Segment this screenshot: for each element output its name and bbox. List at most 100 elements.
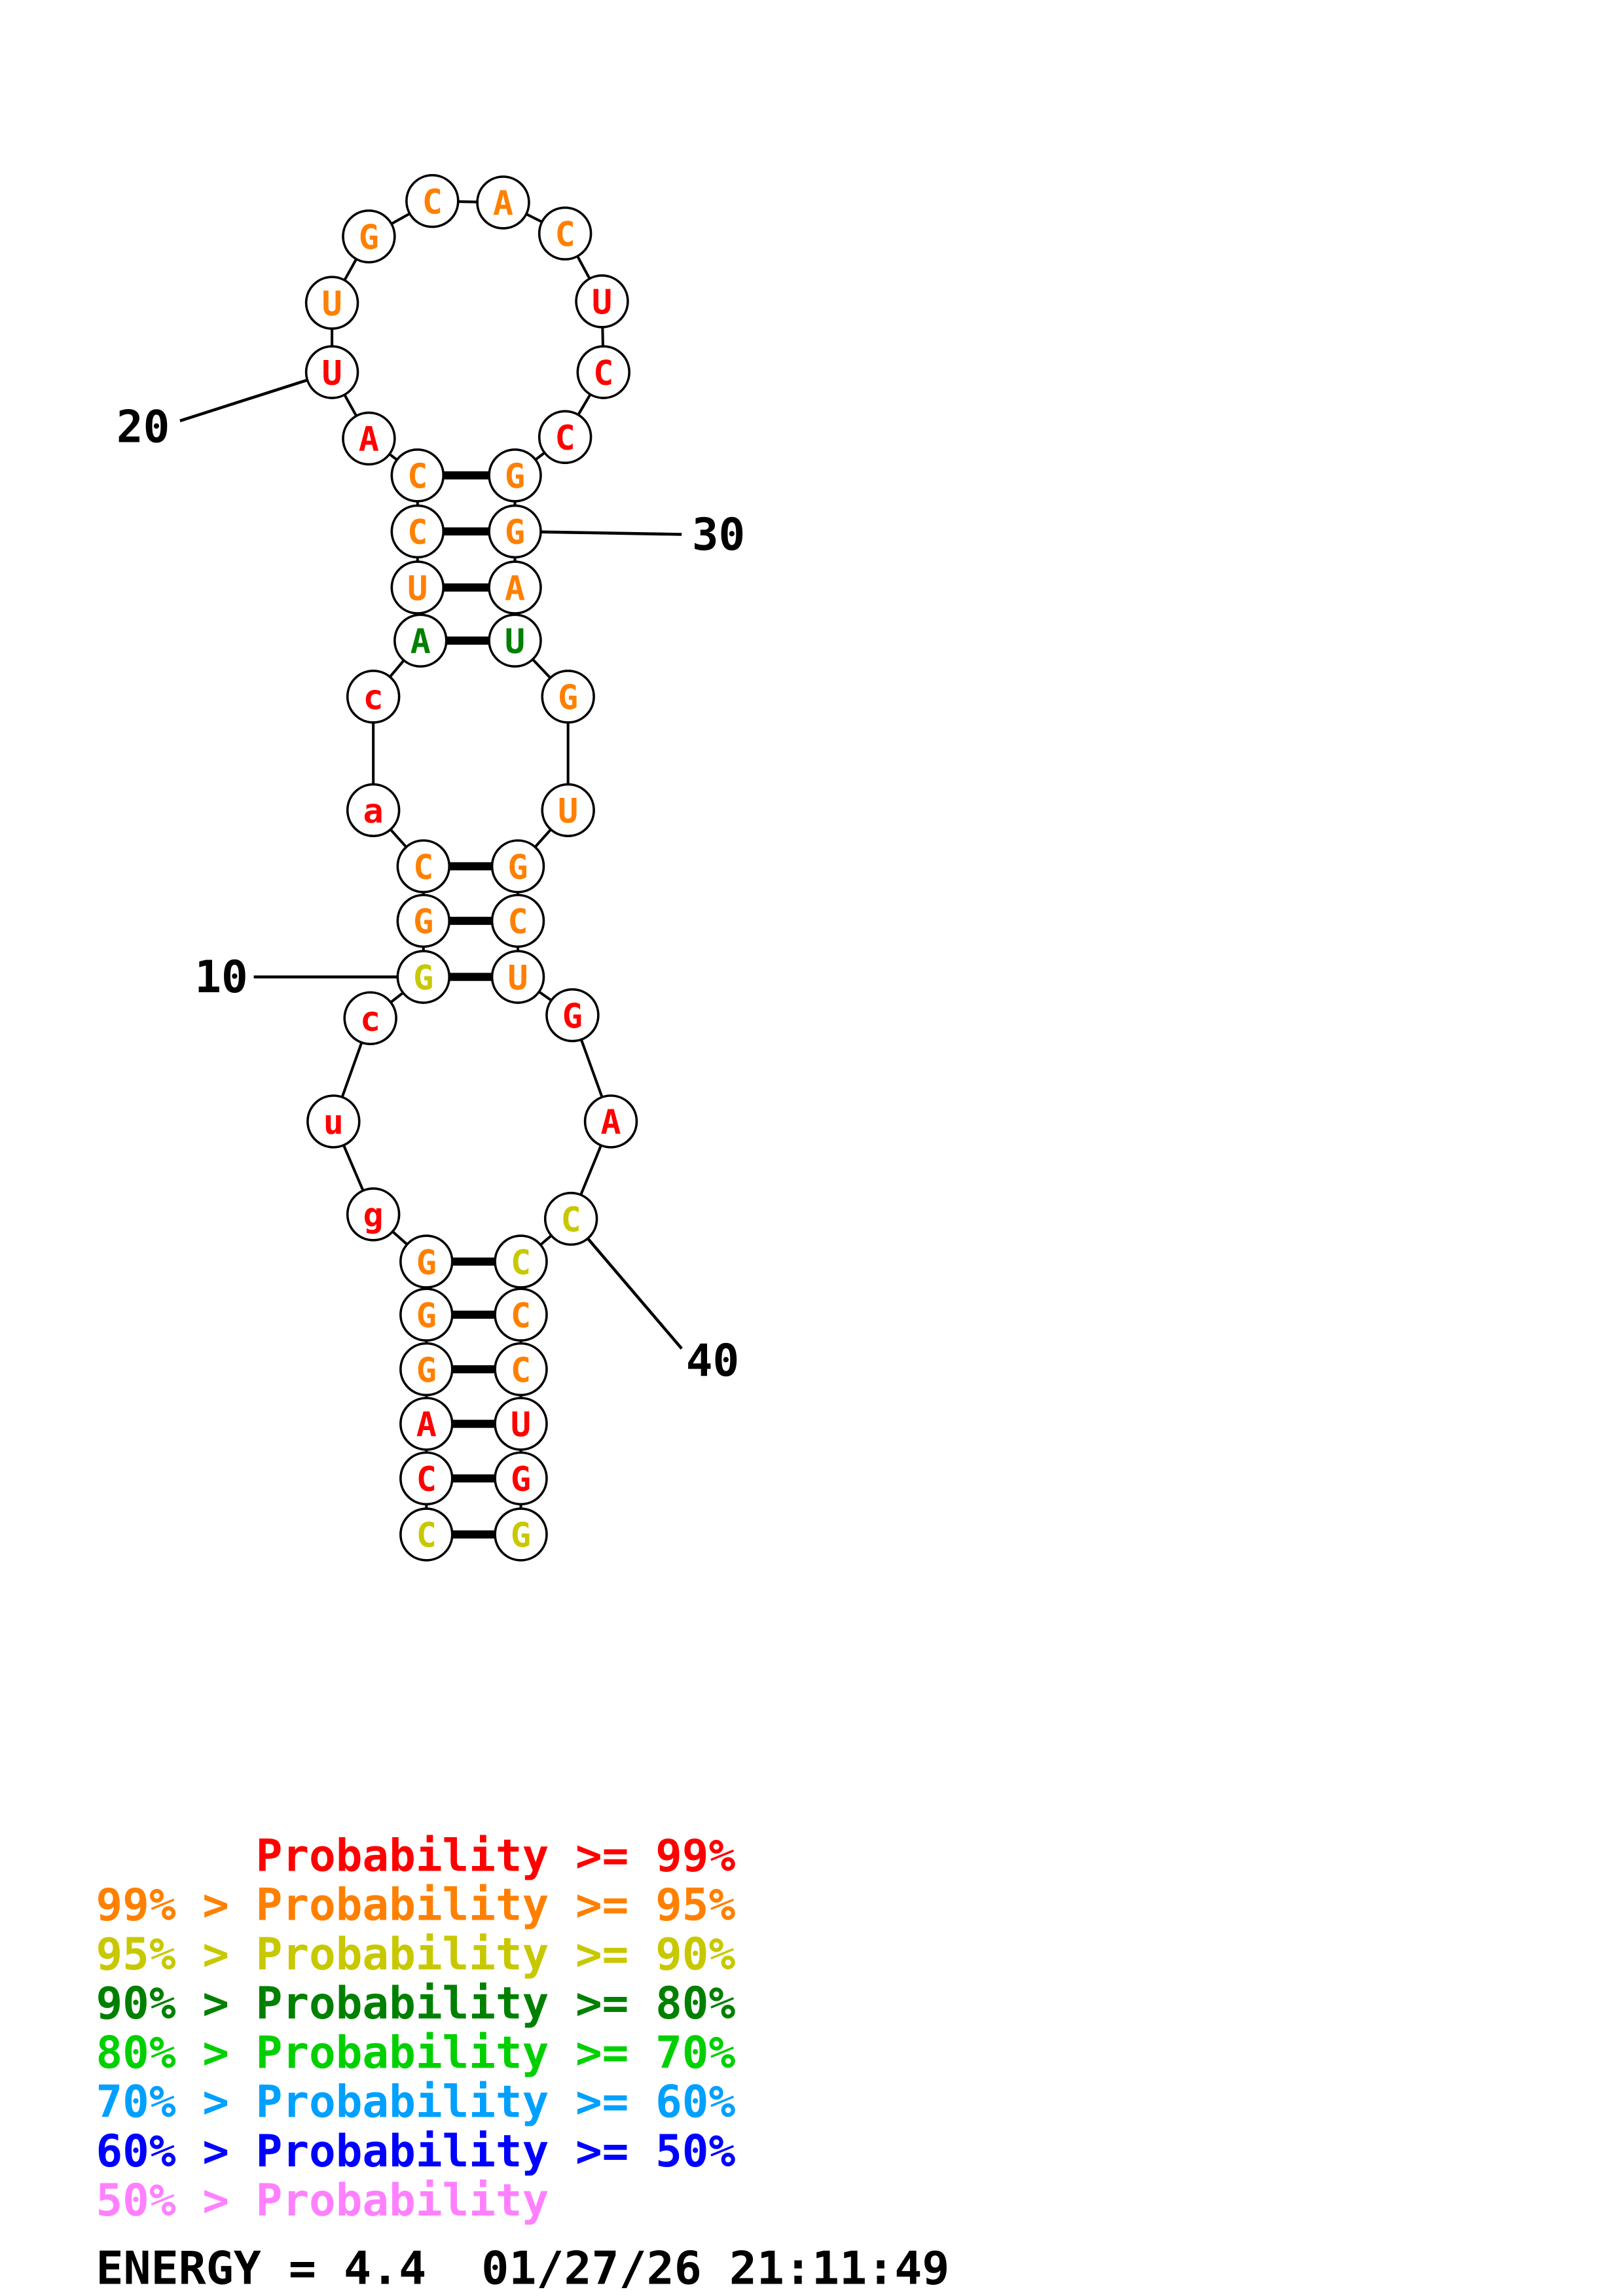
nucleotide-base: G xyxy=(505,457,525,497)
nucleotide-circle xyxy=(543,1191,598,1246)
nucleotide-circle xyxy=(494,1507,548,1562)
nucleotide-circle xyxy=(342,209,396,264)
nucleotide-base: G xyxy=(416,1351,437,1390)
nucleotide-circle xyxy=(545,988,600,1043)
position-label: 40 xyxy=(686,1335,739,1386)
nucleotide-circle xyxy=(405,173,460,228)
nucleotide-base: u xyxy=(323,1103,344,1143)
nucleotide-circle xyxy=(538,410,593,464)
nucleotide-circle xyxy=(304,345,359,399)
legend-entry: 99% > Probability >= 95% xyxy=(96,1879,735,1931)
nucleotide-base: C xyxy=(555,215,575,255)
nucleotide-base: G xyxy=(511,1460,531,1499)
legend-entry: 60% > Probability >= 50% xyxy=(96,2125,735,2177)
nucleotide-base: G xyxy=(359,219,379,258)
nucleotide-circle xyxy=(393,613,448,668)
nucleotide-circle xyxy=(488,504,542,559)
nucleotide-circle xyxy=(396,950,451,1004)
nucleotide-circle xyxy=(346,1187,401,1242)
nucleotide-circle xyxy=(575,274,629,329)
nucleotide-base: G xyxy=(416,1297,437,1336)
nucleotide-base: U xyxy=(407,569,428,609)
legend-entry: 95% > Probability >= 90% xyxy=(96,1928,735,1980)
nucleotide-base: C xyxy=(593,354,613,393)
position-leader-line xyxy=(570,1217,683,1350)
position-leader-line xyxy=(515,529,682,536)
energy-text: ENERGY = 4.4 01/27/26 21:11:49 xyxy=(96,2242,949,2295)
nucleotide-base: A xyxy=(600,1103,621,1143)
nucleotide-base: G xyxy=(507,848,528,888)
nucleotide-base: c xyxy=(363,679,384,718)
nucleotide-circle xyxy=(306,1094,361,1149)
nucleotide-base: C xyxy=(555,419,575,458)
nucleotide-base: C xyxy=(511,1351,531,1390)
nucleotide-base: C xyxy=(407,513,428,552)
legend-entry: 80% > Probability >= 70% xyxy=(96,2026,735,2078)
nucleotide-base: G xyxy=(562,997,583,1036)
nucleotide-circle xyxy=(399,1397,454,1451)
nucleotide-circle xyxy=(490,950,545,1004)
nucleotide-base: G xyxy=(505,513,525,552)
nucleotide-base: A xyxy=(410,622,431,662)
nucleotide-circle xyxy=(583,1094,638,1149)
position-label-layer: 10 20 30 40 xyxy=(117,370,745,1386)
legend-entry: Probability >= 99% xyxy=(96,1829,735,1881)
nucleotide-circle xyxy=(490,893,545,948)
nucleotide-base: G xyxy=(511,1516,531,1556)
nucleotide-base: C xyxy=(511,1244,531,1283)
nucleotide-circle xyxy=(390,448,445,503)
nucleotide-circle xyxy=(399,1342,454,1397)
nucleotide-base: G xyxy=(416,1244,437,1283)
nucleotide-circle xyxy=(488,560,542,615)
legend-entry: 70% > Probability >= 60% xyxy=(96,2076,735,2128)
nucleotide-base: C xyxy=(407,457,428,497)
nucleotide-base: G xyxy=(413,959,433,998)
nucleotide-circle xyxy=(541,783,595,838)
nucleotide-circle xyxy=(494,1397,548,1451)
nucleotide-base: U xyxy=(505,622,525,662)
nucleotide-base: C xyxy=(511,1297,531,1336)
nucleotide-circle xyxy=(343,991,397,1045)
nucleotide-base: U xyxy=(592,283,612,323)
nucleotide-circle xyxy=(396,839,451,893)
nucleotide-base: U xyxy=(558,792,578,831)
nucleotide-circle xyxy=(538,206,593,260)
nucleotide-base: G xyxy=(558,679,578,718)
nucleotide-base: G xyxy=(413,903,433,942)
nucleotide-base: U xyxy=(511,1406,531,1445)
nucleotide-circle xyxy=(494,1451,548,1506)
nucleotide-circle xyxy=(488,613,542,668)
nucleotide-circle xyxy=(494,1342,548,1397)
nucleotide-circle xyxy=(494,1234,548,1289)
nucleotide-base: C xyxy=(507,903,528,942)
legend-layer: Probability >= 99%99% > Probability >= 9… xyxy=(96,1829,735,2226)
nucleotide-base: A xyxy=(359,420,379,459)
nucleotide-base: C xyxy=(416,1516,437,1556)
nucleotide-circle xyxy=(346,783,401,838)
nucleotide-base: c xyxy=(360,1000,380,1039)
nucleotide-circle xyxy=(390,504,445,559)
nucleotide-circle xyxy=(494,1287,548,1342)
nucleotide-circle xyxy=(399,1234,454,1289)
position-label: 10 xyxy=(194,951,247,1003)
nucleotide-base: a xyxy=(363,792,384,831)
nucleotide-base: A xyxy=(416,1406,437,1445)
nucleotide-circle xyxy=(396,893,451,948)
nucleotide-base: U xyxy=(507,959,528,998)
nucleotide-base: C xyxy=(561,1200,581,1240)
nucleotide-circle xyxy=(541,670,595,724)
nucleotide-base: C xyxy=(416,1460,437,1499)
nucleotide-base: C xyxy=(422,183,443,222)
nucleotide-base: U xyxy=(321,285,342,324)
position-label: 30 xyxy=(692,509,745,560)
nucleotide-base: A xyxy=(505,569,525,609)
nucleotide-circle xyxy=(399,1451,454,1506)
position-label: 20 xyxy=(117,401,170,452)
nucleotide-circle xyxy=(342,411,396,466)
nucleotide-circle xyxy=(304,276,359,330)
nucleotide-base: g xyxy=(363,1196,384,1236)
nucleotide-circle xyxy=(399,1287,454,1342)
